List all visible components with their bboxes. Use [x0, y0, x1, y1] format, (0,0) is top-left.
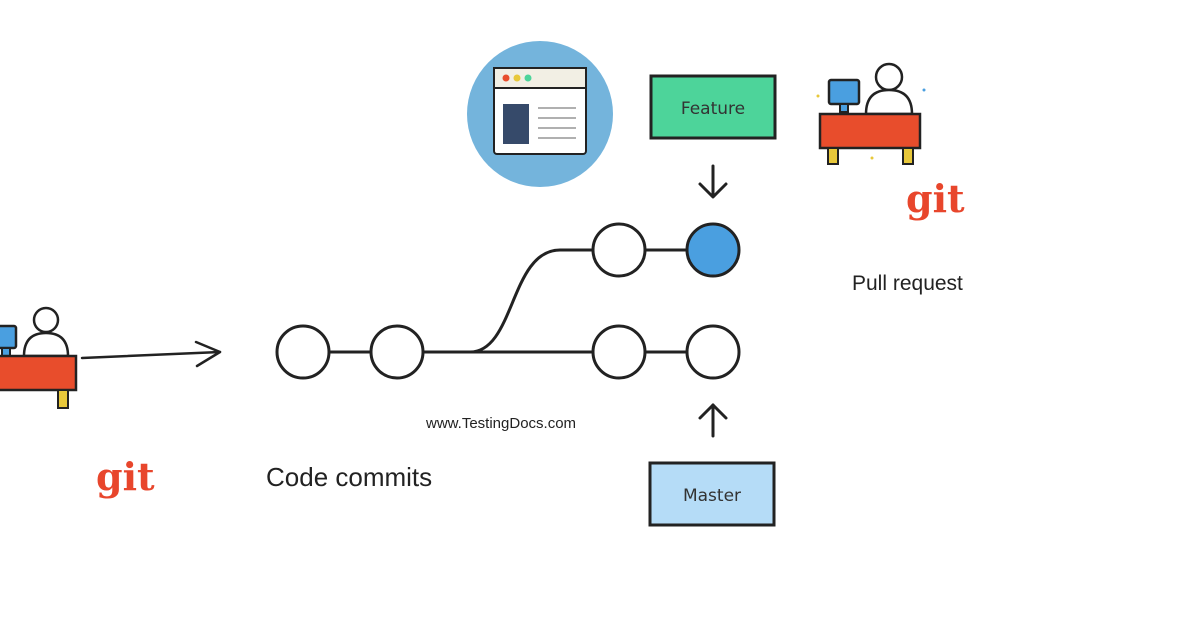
commit-node [369, 324, 425, 380]
git-logo-left: git [96, 454, 155, 499]
arrow-down-icon [698, 164, 728, 199]
watermark-text: www.TestingDocs.com [425, 415, 576, 432]
commit-node [275, 324, 331, 380]
feature-head-commit [685, 222, 741, 278]
arrow-up-icon [698, 403, 728, 438]
feature-branch-label: Feature [681, 99, 745, 119]
git-logo-right: git [906, 176, 965, 221]
pull-request-label: Pull request [852, 272, 963, 295]
master-branch-box [648, 461, 776, 527]
master-branch-label: Master [683, 486, 741, 506]
commit-graph [275, 222, 741, 380]
feature-branch-box [649, 74, 777, 140]
feature-commit-node [591, 222, 647, 278]
commit-node [591, 324, 647, 380]
developer-left-icon [0, 306, 78, 409]
master-head-commit [685, 324, 741, 380]
arrow-to-commits [80, 340, 222, 368]
code-commits-label: Code commits [266, 462, 432, 492]
feature-branch-curve [469, 248, 592, 354]
browser-window-icon [467, 41, 613, 187]
developer-right-icon [816, 62, 926, 165]
